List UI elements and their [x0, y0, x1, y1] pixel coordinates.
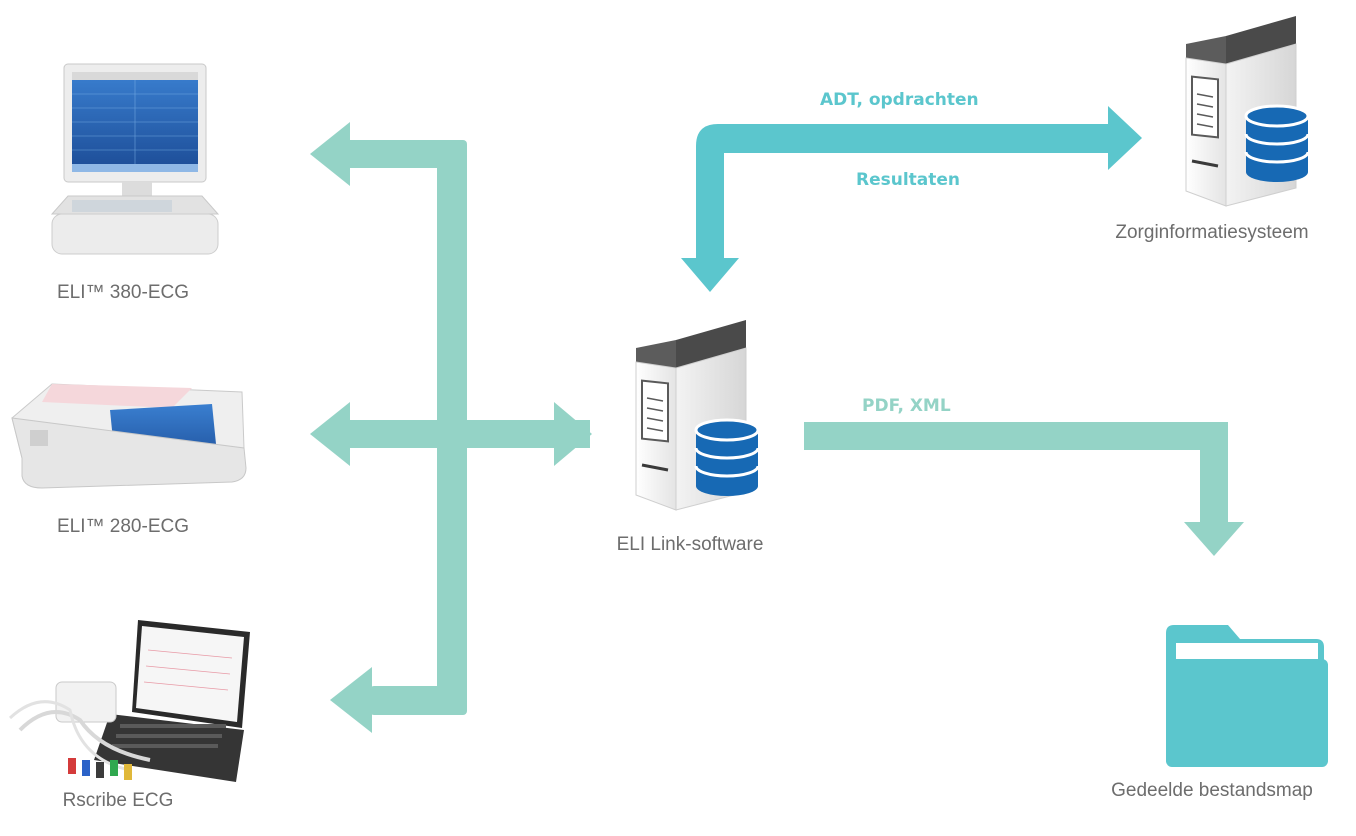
- device-label-eli380: ELI™ 380-ECG: [57, 282, 189, 303]
- arrow-to-rscribe-icon: [330, 667, 372, 733]
- ecg-device-icon: [11, 383, 247, 489]
- ecg-cart-icon: [50, 63, 220, 255]
- flow-label-results: Resultaten: [856, 170, 961, 190]
- arrow-to-eli280-icon: [310, 402, 350, 466]
- bus-bottom-branch: [370, 686, 467, 715]
- his-link-path: [696, 124, 1112, 262]
- elilink-server-icon: [634, 318, 762, 512]
- tablet-ecg-icon: [8, 620, 250, 782]
- server-label-elilink: ELI Link-software: [616, 534, 764, 555]
- device-bus-arrows: [310, 122, 592, 733]
- server-label-his: Zorginformatiesysteem: [1115, 222, 1309, 243]
- folder-link-arrow: [804, 422, 1244, 556]
- arrow-to-elilink-icon: [554, 402, 592, 466]
- bus-top-branch: [340, 140, 467, 168]
- bus-middle-branch: [340, 420, 590, 448]
- device-label-eli280: ELI™ 280-ECG: [57, 516, 189, 537]
- folder-icon: [1166, 625, 1328, 767]
- folder-link-path: [804, 422, 1228, 526]
- device-label-rscribe: Rscribe ECG: [62, 790, 174, 811]
- arrow-to-his-icon: [1108, 106, 1142, 170]
- flow-label-adt: ADT, opdrachten: [820, 90, 979, 110]
- his-server-icon: [1184, 14, 1312, 208]
- his-link-arrow: [681, 106, 1142, 292]
- folder-label: Gedeelde bestandsmap: [1111, 780, 1313, 801]
- arrow-to-eli380-icon: [310, 122, 350, 186]
- arrow-to-folder-icon: [1184, 522, 1244, 556]
- flow-label-pdf: PDF, XML: [862, 396, 951, 416]
- arrow-to-elilink-from-his-icon: [681, 258, 739, 292]
